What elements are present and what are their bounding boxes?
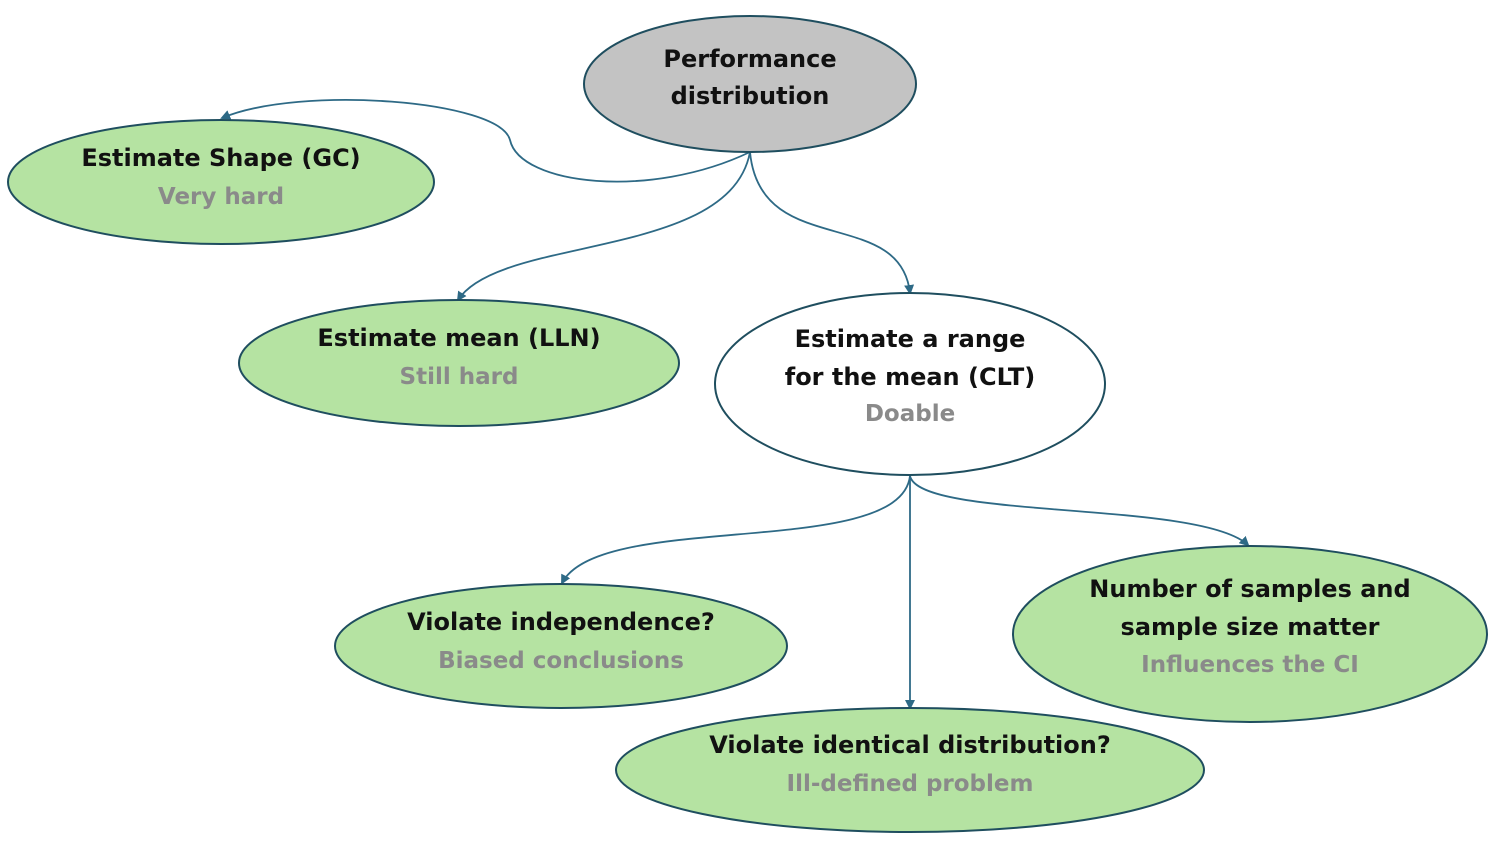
edge-range-to-samples	[909, 475, 1250, 547]
node-range-title-line-1: Estimate a range	[795, 325, 1026, 353]
node-samples-title-line-2: sample size matter	[1121, 613, 1380, 641]
node-identical: Violate identical distribution? Ill-defi…	[615, 707, 1205, 833]
node-independence-subtitle: Biased conclusions	[438, 648, 684, 674]
node-shape-shape	[7, 119, 435, 245]
edge-performance-to-range	[749, 151, 915, 295]
node-identical-shape	[615, 707, 1205, 833]
node-performance-title-line-1: Performance	[663, 45, 836, 73]
node-mean-title: Estimate mean (LLN)	[317, 324, 600, 352]
node-mean: Estimate mean (LLN) Still hard	[238, 299, 680, 427]
node-samples-subtitle: Influences the CI	[1141, 652, 1359, 678]
node-samples-shape	[1012, 545, 1488, 723]
node-mean-shape	[238, 299, 680, 427]
node-performance: Performance distribution	[583, 15, 917, 153]
node-shape-title: Estimate Shape (GC)	[81, 144, 360, 172]
node-range: Estimate a range for the mean (CLT) Doab…	[714, 292, 1106, 476]
node-independence-shape	[334, 583, 788, 709]
node-range-shape	[714, 292, 1106, 476]
edge-range-to-independence	[561, 475, 911, 585]
node-range-subtitle: Doable	[865, 401, 955, 427]
node-independence-title: Violate independence?	[407, 608, 715, 636]
node-identical-subtitle: Ill-defined problem	[787, 771, 1034, 797]
node-samples-title-line-1: Number of samples and	[1089, 575, 1410, 603]
edge-performance-to-mean	[456, 151, 751, 302]
node-independence: Violate independence? Biased conclusions	[334, 583, 788, 709]
node-performance-title-line-2: distribution	[671, 82, 830, 110]
node-samples: Number of samples and sample size matter…	[1012, 545, 1488, 723]
edges	[220, 99, 1250, 710]
node-identical-title: Violate identical distribution?	[709, 731, 1111, 759]
node-range-title-line-2: for the mean (CLT)	[785, 363, 1035, 391]
node-shape: Estimate Shape (GC) Very hard	[7, 119, 435, 245]
node-mean-subtitle: Still hard	[400, 364, 519, 390]
edge-performance-to-shape	[220, 99, 751, 183]
node-performance-shape	[583, 15, 917, 153]
node-shape-subtitle: Very hard	[158, 184, 284, 210]
